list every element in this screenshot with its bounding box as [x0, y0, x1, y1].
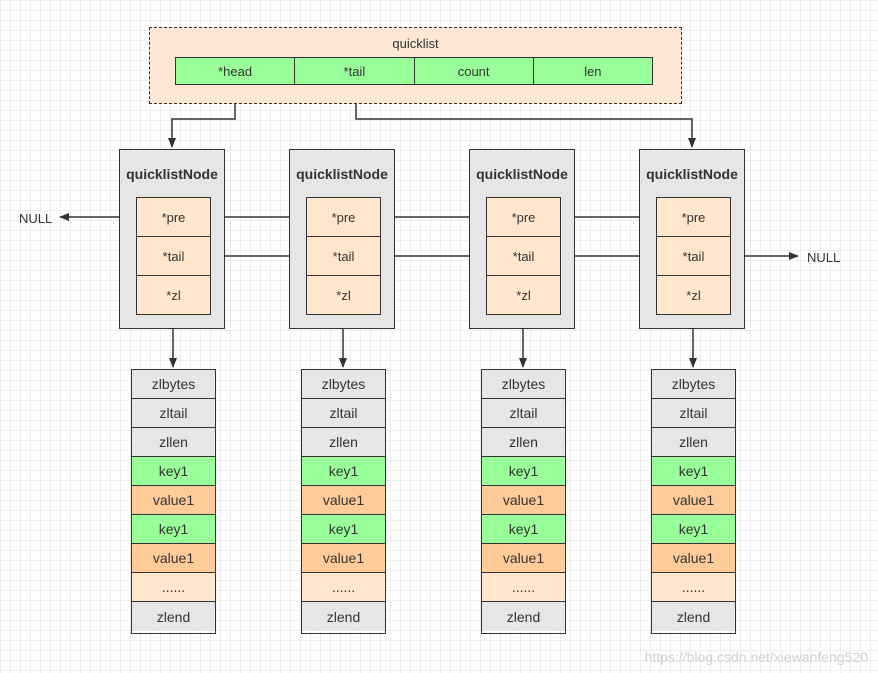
null-label-left: NULL: [19, 211, 53, 226]
node-fields: *pre *tail *zl: [306, 197, 381, 315]
ziplist-cell-key: key1: [132, 515, 215, 544]
ziplist-cell-value: value1: [652, 486, 735, 515]
quicklist-fields: *head *tail count len: [175, 57, 653, 85]
node-field-tail: *tail: [657, 237, 730, 276]
ziplist-cell-key: key1: [132, 457, 215, 486]
ziplist-cell-zltail: zltail: [482, 399, 565, 428]
quicklist-node-4: quicklistNode *pre *tail *zl: [639, 149, 745, 329]
node-fields: *pre *tail *zl: [136, 197, 211, 315]
node-fields: *pre *tail *zl: [486, 197, 561, 315]
quicklist-field-tail: *tail: [295, 58, 415, 84]
ziplist-cell-zltail: zltail: [302, 399, 385, 428]
ziplist-cell-value: value1: [302, 486, 385, 515]
node-field-pre: *pre: [657, 198, 730, 237]
ziplist-cell-zlend: zlend: [132, 602, 215, 631]
ziplist-cell-zltail: zltail: [132, 399, 215, 428]
ziplist-cell-value: value1: [482, 486, 565, 515]
ziplist-cell-key: key1: [302, 457, 385, 486]
quicklist-field-head: *head: [176, 58, 296, 84]
node-title: quicklistNode: [476, 166, 568, 182]
ziplist-cell-value: value1: [132, 544, 215, 573]
ziplist-cell-ellipsis: ......: [652, 573, 735, 602]
node-field-tail: *tail: [307, 237, 380, 276]
ziplist-4: zlbytes zltail zllen key1 value1 key1 va…: [651, 369, 736, 634]
ziplist-2: zlbytes zltail zllen key1 value1 key1 va…: [301, 369, 386, 634]
ziplist-cell-zlbytes: zlbytes: [482, 370, 565, 399]
ziplist-cell-zlbytes: zlbytes: [132, 370, 215, 399]
ziplist-cell-key: key1: [482, 515, 565, 544]
ziplist-cell-ellipsis: ......: [482, 573, 565, 602]
quicklist-field-len: len: [533, 58, 652, 84]
ziplist-cell-key: key1: [652, 457, 735, 486]
ziplist-cell-zllen: zllen: [132, 428, 215, 457]
quicklist-title: quicklist: [392, 36, 439, 51]
ziplist-cell-key: key1: [302, 515, 385, 544]
quicklist-field-count: count: [414, 58, 534, 84]
ziplist-cell-zlend: zlend: [482, 602, 565, 631]
ziplist-cell-value: value1: [302, 544, 385, 573]
quicklist-node-1: quicklistNode *pre *tail *zl: [119, 149, 225, 329]
ziplist-cell-zlbytes: zlbytes: [302, 370, 385, 399]
ziplist-cell-ellipsis: ......: [132, 573, 215, 602]
ziplist-cell-key: key1: [482, 457, 565, 486]
ziplist-cell-zlbytes: zlbytes: [652, 370, 735, 399]
ziplist-cell-zltail: zltail: [652, 399, 735, 428]
node-field-zl: *zl: [657, 276, 730, 314]
node-field-zl: *zl: [307, 276, 380, 314]
ziplist-cell-zllen: zllen: [302, 428, 385, 457]
ziplist-3: zlbytes zltail zllen key1 value1 key1 va…: [481, 369, 566, 634]
ziplist-cell-ellipsis: ......: [302, 573, 385, 602]
ziplist-cell-zllen: zllen: [652, 428, 735, 457]
ziplist-cell-zllen: zllen: [482, 428, 565, 457]
watermark: https://blog.csdn.net/xiewanfeng520: [644, 649, 868, 665]
ziplist-cell-value: value1: [132, 486, 215, 515]
node-field-pre: *pre: [137, 198, 210, 237]
node-field-zl: *zl: [137, 276, 210, 314]
node-field-pre: *pre: [487, 198, 560, 237]
quicklist-node-2: quicklistNode *pre *tail *zl: [289, 149, 395, 329]
node-title: quicklistNode: [646, 166, 738, 182]
node-title: quicklistNode: [296, 166, 388, 182]
ziplist-cell-key: key1: [652, 515, 735, 544]
ziplist-cell-zlend: zlend: [302, 602, 385, 631]
ziplist-1: zlbytes zltail zllen key1 value1 key1 va…: [131, 369, 216, 634]
node-field-tail: *tail: [137, 237, 210, 276]
null-label-right: NULL: [807, 250, 841, 265]
node-field-zl: *zl: [487, 276, 560, 314]
ziplist-cell-value: value1: [652, 544, 735, 573]
ziplist-cell-value: value1: [482, 544, 565, 573]
node-fields: *pre *tail *zl: [656, 197, 731, 315]
ziplist-cell-zlend: zlend: [652, 602, 735, 631]
quicklist-struct: quicklist *head *tail count len: [149, 27, 682, 104]
node-field-tail: *tail: [487, 237, 560, 276]
node-title: quicklistNode: [126, 166, 218, 182]
quicklist-node-3: quicklistNode *pre *tail *zl: [469, 149, 575, 329]
node-field-pre: *pre: [307, 198, 380, 237]
